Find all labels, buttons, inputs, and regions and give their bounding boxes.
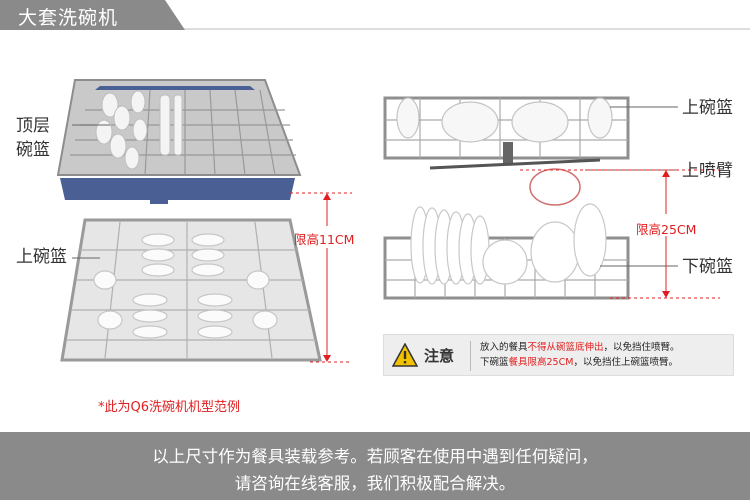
upper-basket-label-left: 上碗篮	[16, 247, 67, 267]
lower-basket-sideview	[383, 168, 630, 300]
notice-line-1: 放入的餐具不得从碗篮底伸出，以免挡住喷臂。	[480, 340, 680, 355]
notice-line-2: 下碗篮餐具限高25CM，以免挡住上碗篮喷臂。	[480, 355, 680, 370]
top-basket-label: 顶层 碗篮	[16, 114, 76, 162]
footer-line-2: 请咨询在线客服，我们积极配合解决。	[234, 474, 516, 493]
header-banner	[0, 0, 750, 30]
notice-line2-highlight: 餐具限高25CM	[508, 357, 574, 368]
top-cutlery-basket	[56, 79, 302, 204]
upper-basket-topview	[60, 218, 322, 362]
basket-illustrations	[56, 79, 720, 363]
upper-spray-arm-label: 上喷臂	[682, 161, 733, 181]
lower-basket-label: 下碗篮	[682, 257, 733, 277]
model-note: *此为Q6洗碗机机型范例	[98, 400, 241, 415]
footer-banner: 以上尺寸作为餐具装载参考。若顾客在使用中遇到任何疑问， 请咨询在线客服，我们积极…	[0, 432, 750, 500]
dimension-arrows	[326, 173, 667, 359]
page-title: 大套洗碗机	[18, 7, 119, 29]
label-leaders	[72, 106, 678, 267]
notice-box: 注意 放入的餐具不得从碗篮底伸出，以免挡住喷臂。 下碗篮餐具限高25CM，以免挡…	[383, 334, 734, 376]
notice-line1-part1: 放入的餐具	[480, 342, 528, 353]
notice-title: 注意	[424, 347, 455, 365]
notice-divider	[470, 341, 471, 371]
dimension-lines	[290, 169, 720, 363]
notice-line1-part3: ，以免挡住喷臂。	[603, 342, 680, 353]
height-limit-left: 限高11CM	[294, 232, 355, 247]
notice-line2-part1: 下碗篮	[480, 357, 509, 368]
top-basket-label-line2: 碗篮	[16, 140, 50, 160]
notice-line1-highlight: 不得从碗篮底伸出	[527, 342, 604, 353]
footer-line-1: 以上尺寸作为餐具装载参考。若顾客在使用中遇到任何疑问，	[152, 447, 598, 466]
warning-icon	[392, 343, 418, 367]
upper-basket-sideview	[383, 96, 630, 170]
notice-line2-part3: ，以免挡住上碗篮喷臂。	[573, 357, 678, 368]
upper-basket-label-right: 上碗篮	[682, 98, 733, 118]
notice-text: 放入的餐具不得从碗篮底伸出，以免挡住喷臂。 下碗篮餐具限高25CM，以免挡住上碗…	[480, 340, 680, 370]
height-limit-right: 限高25CM	[636, 222, 697, 237]
dimension-arrowheads	[323, 170, 670, 362]
top-basket-label-line1: 顶层	[16, 116, 50, 136]
